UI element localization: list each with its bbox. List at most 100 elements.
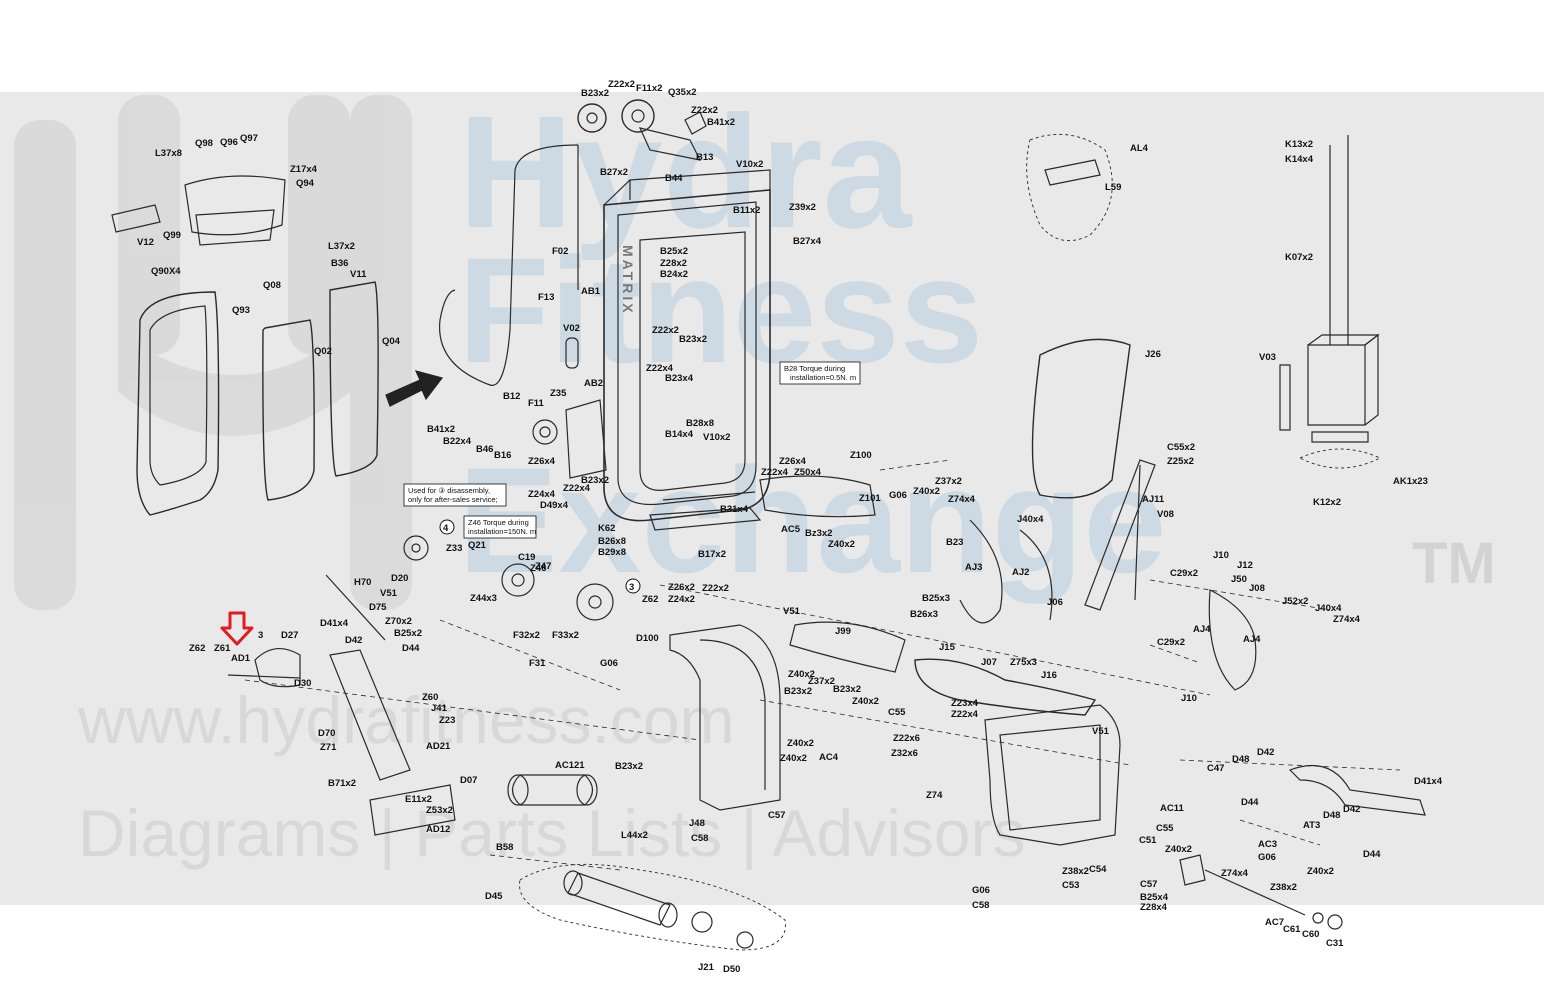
part-label: Z28x4 xyxy=(1140,902,1168,913)
part-label: D27 xyxy=(281,630,298,641)
part-label: AC121 xyxy=(555,760,585,771)
part-label: Z62 xyxy=(642,594,658,605)
part-label: C31 xyxy=(1326,938,1344,949)
part-label: J40x4 xyxy=(1315,603,1342,614)
step-marker-3: 3 xyxy=(625,578,641,594)
part-label: C58 xyxy=(691,833,708,844)
part-label: Z22x4 xyxy=(646,363,674,374)
disassembly-note: Used for ③ disassembly, only for after-s… xyxy=(403,483,507,507)
part-label: E11x2 xyxy=(405,794,432,805)
part-label: G06 xyxy=(1258,852,1276,863)
part-label: G06 xyxy=(600,658,618,669)
part-label: D42 xyxy=(345,635,362,646)
part-label: D45 xyxy=(485,891,503,902)
part-label: L44x2 xyxy=(621,830,648,841)
part-label: C47 xyxy=(1207,763,1224,774)
part-label: AJ11 xyxy=(1142,494,1165,505)
part-label: AC5 xyxy=(781,524,801,535)
part-label: L37x2 xyxy=(328,241,355,252)
part-label: Z22x2 xyxy=(691,105,718,116)
part-label: Z40x2 xyxy=(852,696,879,707)
part-label: Z100 xyxy=(850,450,872,461)
watermark-tagline: Diagrams | Parts Lists | Advisors xyxy=(78,796,1026,870)
part-label: J21 xyxy=(698,962,715,973)
part-label: J12 xyxy=(1237,560,1253,571)
part-label: K62 xyxy=(598,523,615,534)
part-label: Z74x4 xyxy=(1221,868,1249,879)
part-label: D07 xyxy=(460,775,477,786)
watermark-word-fitness: Fitness xyxy=(458,226,984,394)
part-label: B23x2 xyxy=(679,334,707,345)
part-label: D48 xyxy=(1232,754,1249,765)
part-label: G06 xyxy=(972,885,990,896)
part-label: AB1 xyxy=(581,286,601,297)
part-label: AD21 xyxy=(426,741,451,752)
part-label: Z101 xyxy=(859,493,881,504)
part-label: Z37x2 xyxy=(935,476,962,487)
part-label: AJ4 xyxy=(1193,624,1211,635)
part-label: J10 xyxy=(1213,550,1229,561)
part-label: Z75x3 xyxy=(1010,657,1037,668)
part-label: D70 xyxy=(318,728,335,739)
part-label: D30 xyxy=(294,678,311,689)
part-label: Z24x2 xyxy=(668,594,695,605)
part-label: Q35x2 xyxy=(668,87,697,98)
part-label: V03 xyxy=(1259,352,1276,363)
part-label: K07x2 xyxy=(1285,252,1313,263)
part-label: B58 xyxy=(496,842,513,853)
part-label: F33x2 xyxy=(552,630,579,641)
part-label: Q08 xyxy=(263,280,281,291)
part-label: B11x2 xyxy=(733,205,760,216)
part-label: Q94 xyxy=(296,178,315,189)
torque-note-z46: Z46 Torque during installation=150N. m xyxy=(463,515,537,539)
part-label: D41x4 xyxy=(1414,776,1443,787)
part-label: C54 xyxy=(1089,864,1107,875)
part-label: AC7 xyxy=(1265,917,1284,928)
part-label: Z28x2 xyxy=(660,258,687,269)
part-label: J15 xyxy=(939,642,956,653)
part-label: Z22x4 xyxy=(563,483,591,494)
part-label: B28x8 xyxy=(686,418,714,429)
part-label: F31 xyxy=(529,658,546,669)
part-label: AJ4 xyxy=(1243,634,1261,645)
part-label: V08 xyxy=(1157,509,1174,520)
part-label: Z32x6 xyxy=(891,748,918,759)
part-label: Z61 xyxy=(214,643,231,654)
part-label: C29x2 xyxy=(1157,637,1185,648)
svg-text:installation=150N. m: installation=150N. m xyxy=(468,527,536,536)
part-label: Z23 xyxy=(439,715,455,726)
part-label: B17x2 xyxy=(698,549,726,560)
part-label: B27x2 xyxy=(600,167,628,178)
part-label: Z26x4 xyxy=(779,456,807,467)
part-label: Z60 xyxy=(422,692,438,703)
part-label: Z53x2 xyxy=(426,805,453,816)
svg-text:B28 Torque during: B28 Torque during xyxy=(784,364,845,373)
part-label: B26x8 xyxy=(598,536,626,547)
part-label: 3 xyxy=(258,630,263,641)
part-label: F32x2 xyxy=(513,630,540,641)
part-label: Z22x2 xyxy=(702,583,729,594)
part-label: B23x2 xyxy=(833,684,861,695)
svg-text:4: 4 xyxy=(443,523,449,534)
part-label: Z40x2 xyxy=(787,738,814,749)
part-label: Z38x2 xyxy=(1062,866,1089,877)
part-label: Z17x4 xyxy=(290,164,318,175)
part-label: B12 xyxy=(503,391,520,402)
part-label: D49x4 xyxy=(540,500,569,511)
part-label: Q97 xyxy=(240,133,258,144)
part-label: D44 xyxy=(402,643,420,654)
part-label: C57 xyxy=(1140,879,1157,890)
part-label: Q90X4 xyxy=(151,266,181,277)
part-label: Z50x4 xyxy=(794,467,822,478)
part-label: L37x8 xyxy=(155,148,182,159)
part-label: F11 xyxy=(528,398,545,409)
part-label: B22x4 xyxy=(443,436,472,447)
part-label: C55 xyxy=(1156,823,1174,834)
part-label: V51 xyxy=(1092,726,1110,737)
part-label: J08 xyxy=(1249,583,1265,594)
part-label: D48 xyxy=(1323,810,1340,821)
part-label: AC3 xyxy=(1258,839,1277,850)
part-label: Q93 xyxy=(232,305,250,316)
part-label: B36 xyxy=(331,258,348,269)
part-label: B23x2 xyxy=(581,88,609,99)
